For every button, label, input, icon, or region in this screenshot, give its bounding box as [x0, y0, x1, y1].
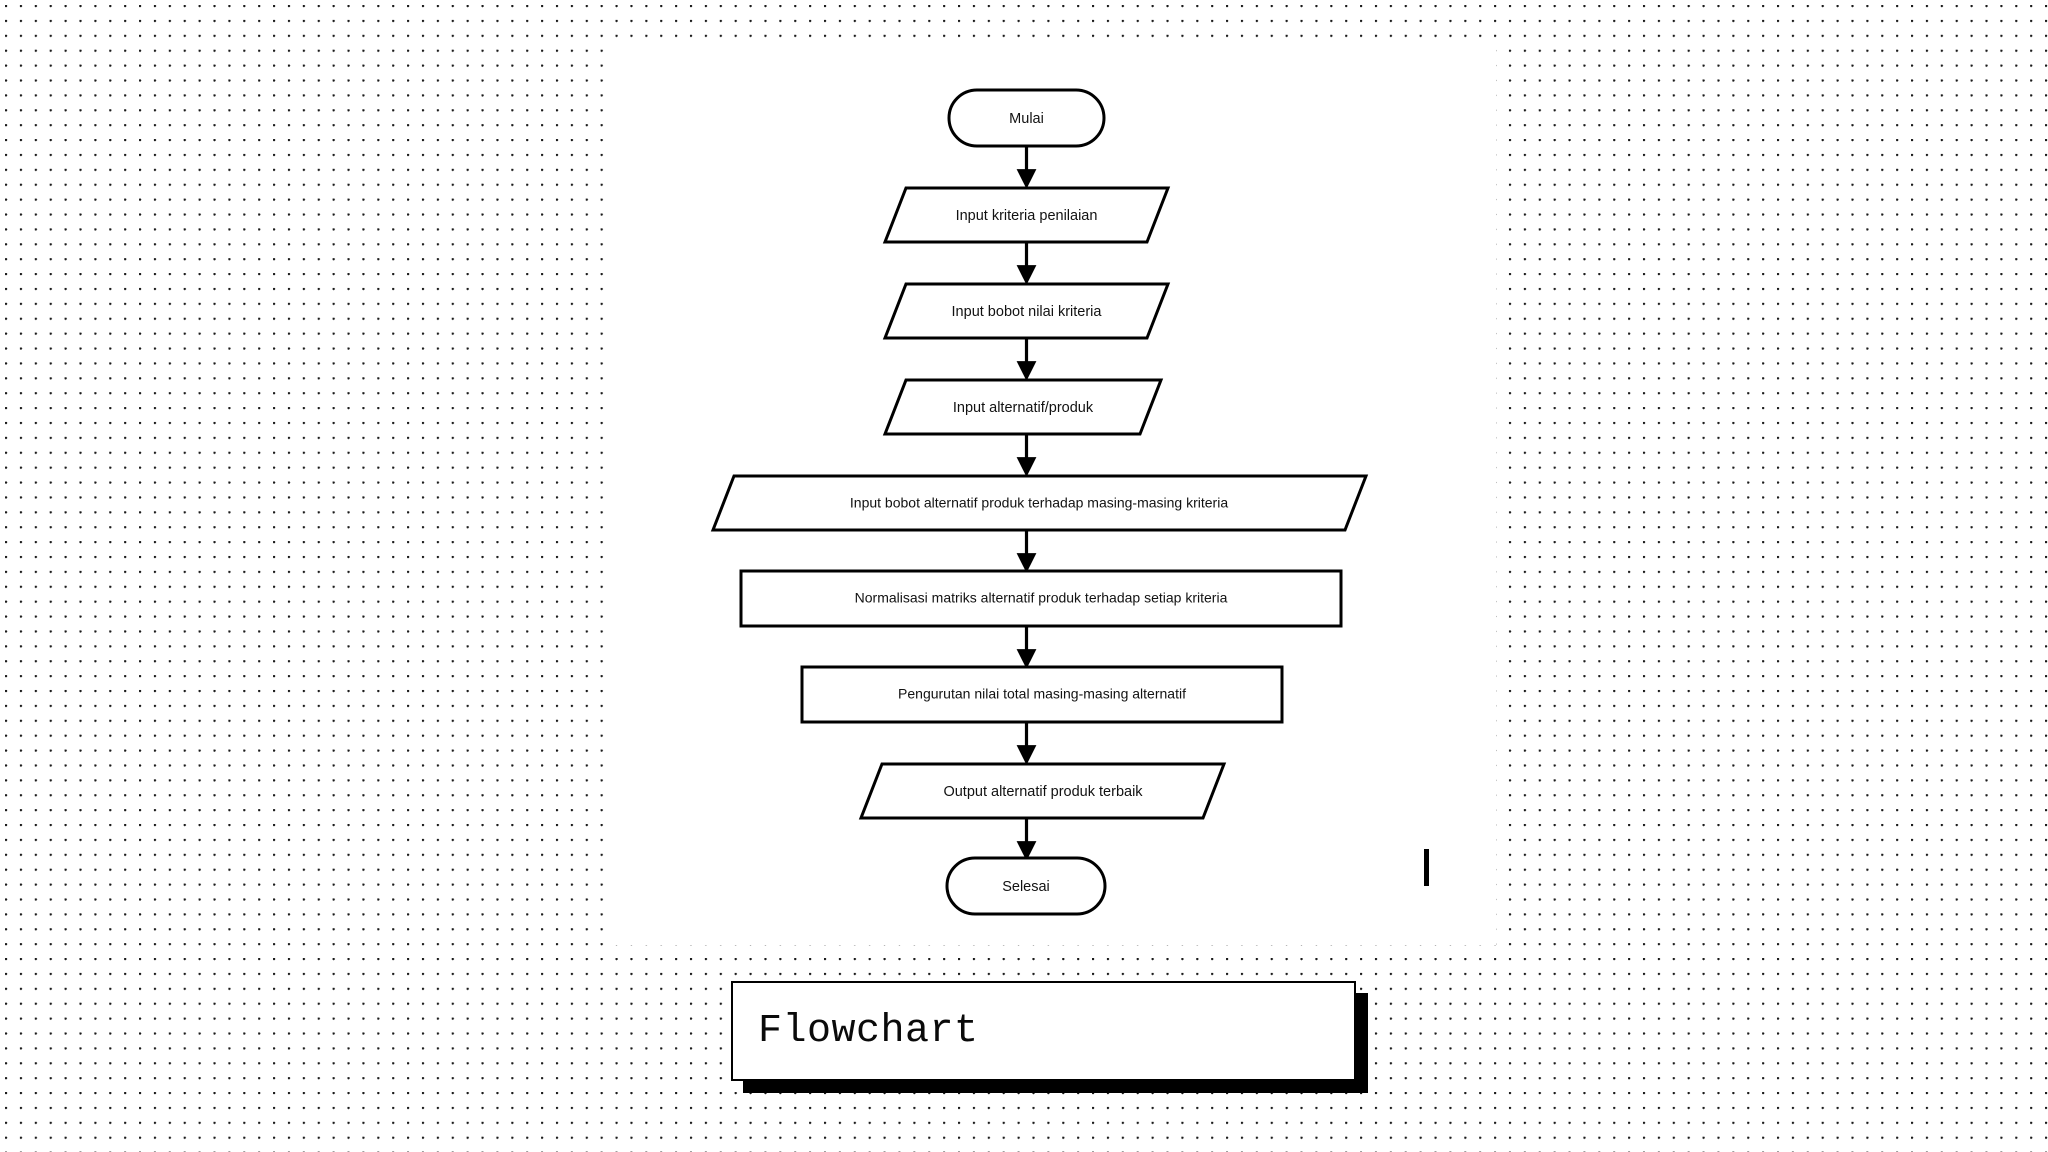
flow-node-input-bobot-nilai-kriteria[interactable]: Input bobot nilai kriteria [882, 282, 1171, 340]
flow-node-pengurutan-nilai-total[interactable]: Pengurutan nilai total masing-masing alt… [800, 665, 1284, 724]
flow-node-label: Input bobot nilai kriteria [952, 304, 1103, 320]
flow-node-label: Selesai [1002, 879, 1050, 895]
text-cursor-caret [1424, 849, 1429, 886]
flow-node-selesai[interactable]: Selesai [945, 856, 1107, 916]
flow-node-input-alternatif-produk[interactable]: Input alternatif/produk [882, 378, 1164, 436]
flow-node-label: Input bobot alternatif produk terhadap m… [850, 495, 1228, 511]
flow-node-label: Input alternatif/produk [953, 400, 1094, 416]
flow-node-label: Output alternatif produk terbaik [943, 784, 1143, 800]
caption-label: Flowchart [758, 1008, 979, 1054]
flowchart-diagram: Mulai Input kriteria penilaian Input bob… [710, 88, 1369, 916]
flowchart-image[interactable]: Mulai Input kriteria penilaian Input bob… [606, 40, 1496, 945]
flow-node-label: Pengurutan nilai total masing-masing alt… [898, 686, 1186, 702]
flow-node-mulai[interactable]: Mulai [947, 88, 1106, 148]
flow-node-label: Normalisasi matriks alternatif produk te… [855, 590, 1228, 606]
flow-node-label: Mulai [1009, 111, 1044, 127]
caption-panel[interactable]: Flowchart [731, 981, 1356, 1081]
flow-node-label: Input kriteria penilaian [956, 208, 1098, 224]
flow-node-input-kriteria-penilaian[interactable]: Input kriteria penilaian [882, 186, 1171, 244]
flow-node-output-alternatif-terbaik[interactable]: Output alternatif produk terbaik [858, 762, 1227, 820]
caption-box[interactable]: Flowchart [731, 981, 1368, 1093]
flow-node-input-bobot-alternatif[interactable]: Input bobot alternatif produk terhadap m… [710, 474, 1369, 532]
flow-node-normalisasi-matriks[interactable]: Normalisasi matriks alternatif produk te… [739, 569, 1343, 628]
